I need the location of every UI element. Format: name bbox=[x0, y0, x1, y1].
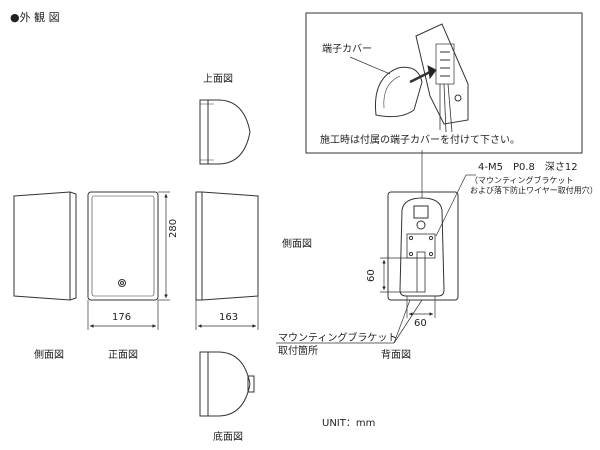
screw-hole-note-line2: および落下防止ワイヤー取付用穴） bbox=[470, 186, 598, 195]
screw-hole-spec: 4-M5 P0.8 深さ12 bbox=[478, 162, 578, 173]
top-view bbox=[199, 99, 251, 165]
dimension-bracket-width-value: 60 bbox=[414, 318, 427, 329]
dimension-width bbox=[87, 300, 159, 330]
bottom-view bbox=[199, 351, 255, 417]
dimension-bracket-height-value: 60 bbox=[366, 269, 377, 282]
terminal-cover-note: 施工時は付属の端子カバーを付けて下さい。 bbox=[320, 135, 520, 146]
unit-label: UNIT：mm bbox=[322, 418, 376, 429]
label-side-view-right: 側面図 bbox=[282, 239, 312, 250]
screw-hole-note-line1: （マウンティングブラケット bbox=[470, 176, 574, 185]
bracket-note-line2: 取付箇所 bbox=[278, 346, 318, 357]
side-view-left bbox=[13, 191, 77, 301]
side-view-right bbox=[195, 191, 259, 301]
label-side-view-left: 側面図 bbox=[34, 350, 64, 361]
bracket-note-line1: マウンティングブラケット bbox=[278, 333, 398, 344]
label-front-view: 正面図 bbox=[108, 350, 138, 361]
label-bottom-view: 底面図 bbox=[213, 432, 243, 443]
label-top-view: 上面図 bbox=[203, 74, 233, 85]
dimension-width-value: 176 bbox=[112, 312, 132, 323]
leader-lines bbox=[276, 150, 476, 344]
terminal-cover-label: 端子カバー bbox=[322, 44, 372, 55]
dimension-depth bbox=[195, 296, 259, 330]
label-back-view: 背面図 bbox=[381, 350, 411, 361]
figure-title: ●外 観 図 bbox=[10, 11, 60, 24]
front-view bbox=[87, 191, 159, 301]
dimension-height bbox=[158, 191, 170, 301]
dimension-depth-value: 163 bbox=[219, 312, 239, 323]
dimension-height-value: 280 bbox=[168, 218, 179, 238]
back-view bbox=[387, 191, 459, 301]
terminal-cover-inset bbox=[305, 12, 583, 154]
